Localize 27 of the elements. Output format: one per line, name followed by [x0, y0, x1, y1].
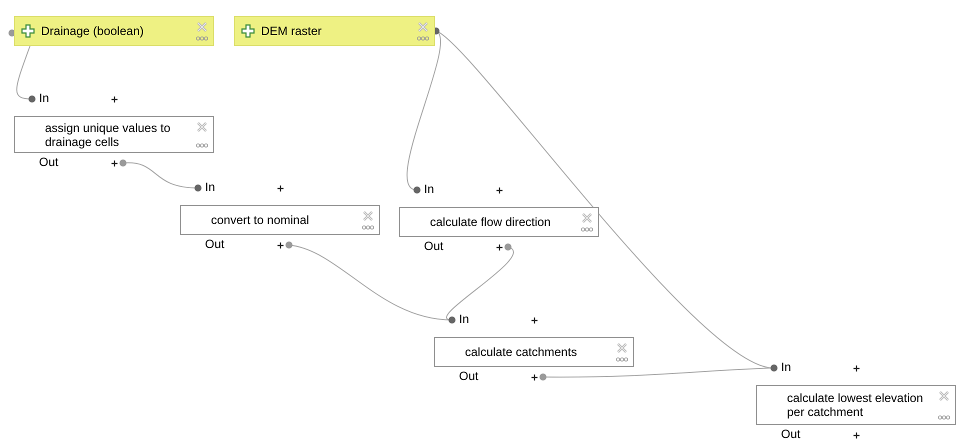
- connector-line: [406, 30, 441, 190]
- input-port-label: In: [424, 182, 434, 196]
- node-label: calculate catchments: [465, 345, 578, 359]
- node-label: calculate lowest elevation per catchment: [787, 391, 924, 419]
- output-port-label: Out: [424, 239, 444, 253]
- input-port-label: In: [205, 180, 216, 194]
- input-box: [234, 16, 435, 46]
- input-port-label: In: [459, 312, 470, 326]
- node-label: assign unique values to drainage cells: [45, 120, 172, 148]
- algorithm-box: [434, 337, 634, 367]
- output-port-label: Out: [781, 427, 800, 441]
- algorithm-box: [756, 385, 956, 425]
- connector-line: [16, 46, 32, 100]
- output-port-label: Out: [39, 155, 58, 169]
- algorithm-box: [399, 207, 599, 237]
- input-port-label: In: [781, 360, 792, 374]
- output-port-label: Out: [205, 237, 224, 251]
- input-port-label: In: [39, 91, 50, 105]
- input-box: [14, 16, 214, 46]
- output-port-label: Out: [459, 369, 478, 383]
- algorithm-box: [180, 205, 380, 235]
- node-label: calculate flow direction: [430, 215, 551, 229]
- node-label: DEM raster: [261, 24, 322, 38]
- node-label: Drainage (boolean): [41, 24, 144, 38]
- node-label: convert to nominal: [211, 213, 310, 227]
- algorithm-box: [14, 116, 214, 153]
- connector-line: [446, 246, 514, 320]
